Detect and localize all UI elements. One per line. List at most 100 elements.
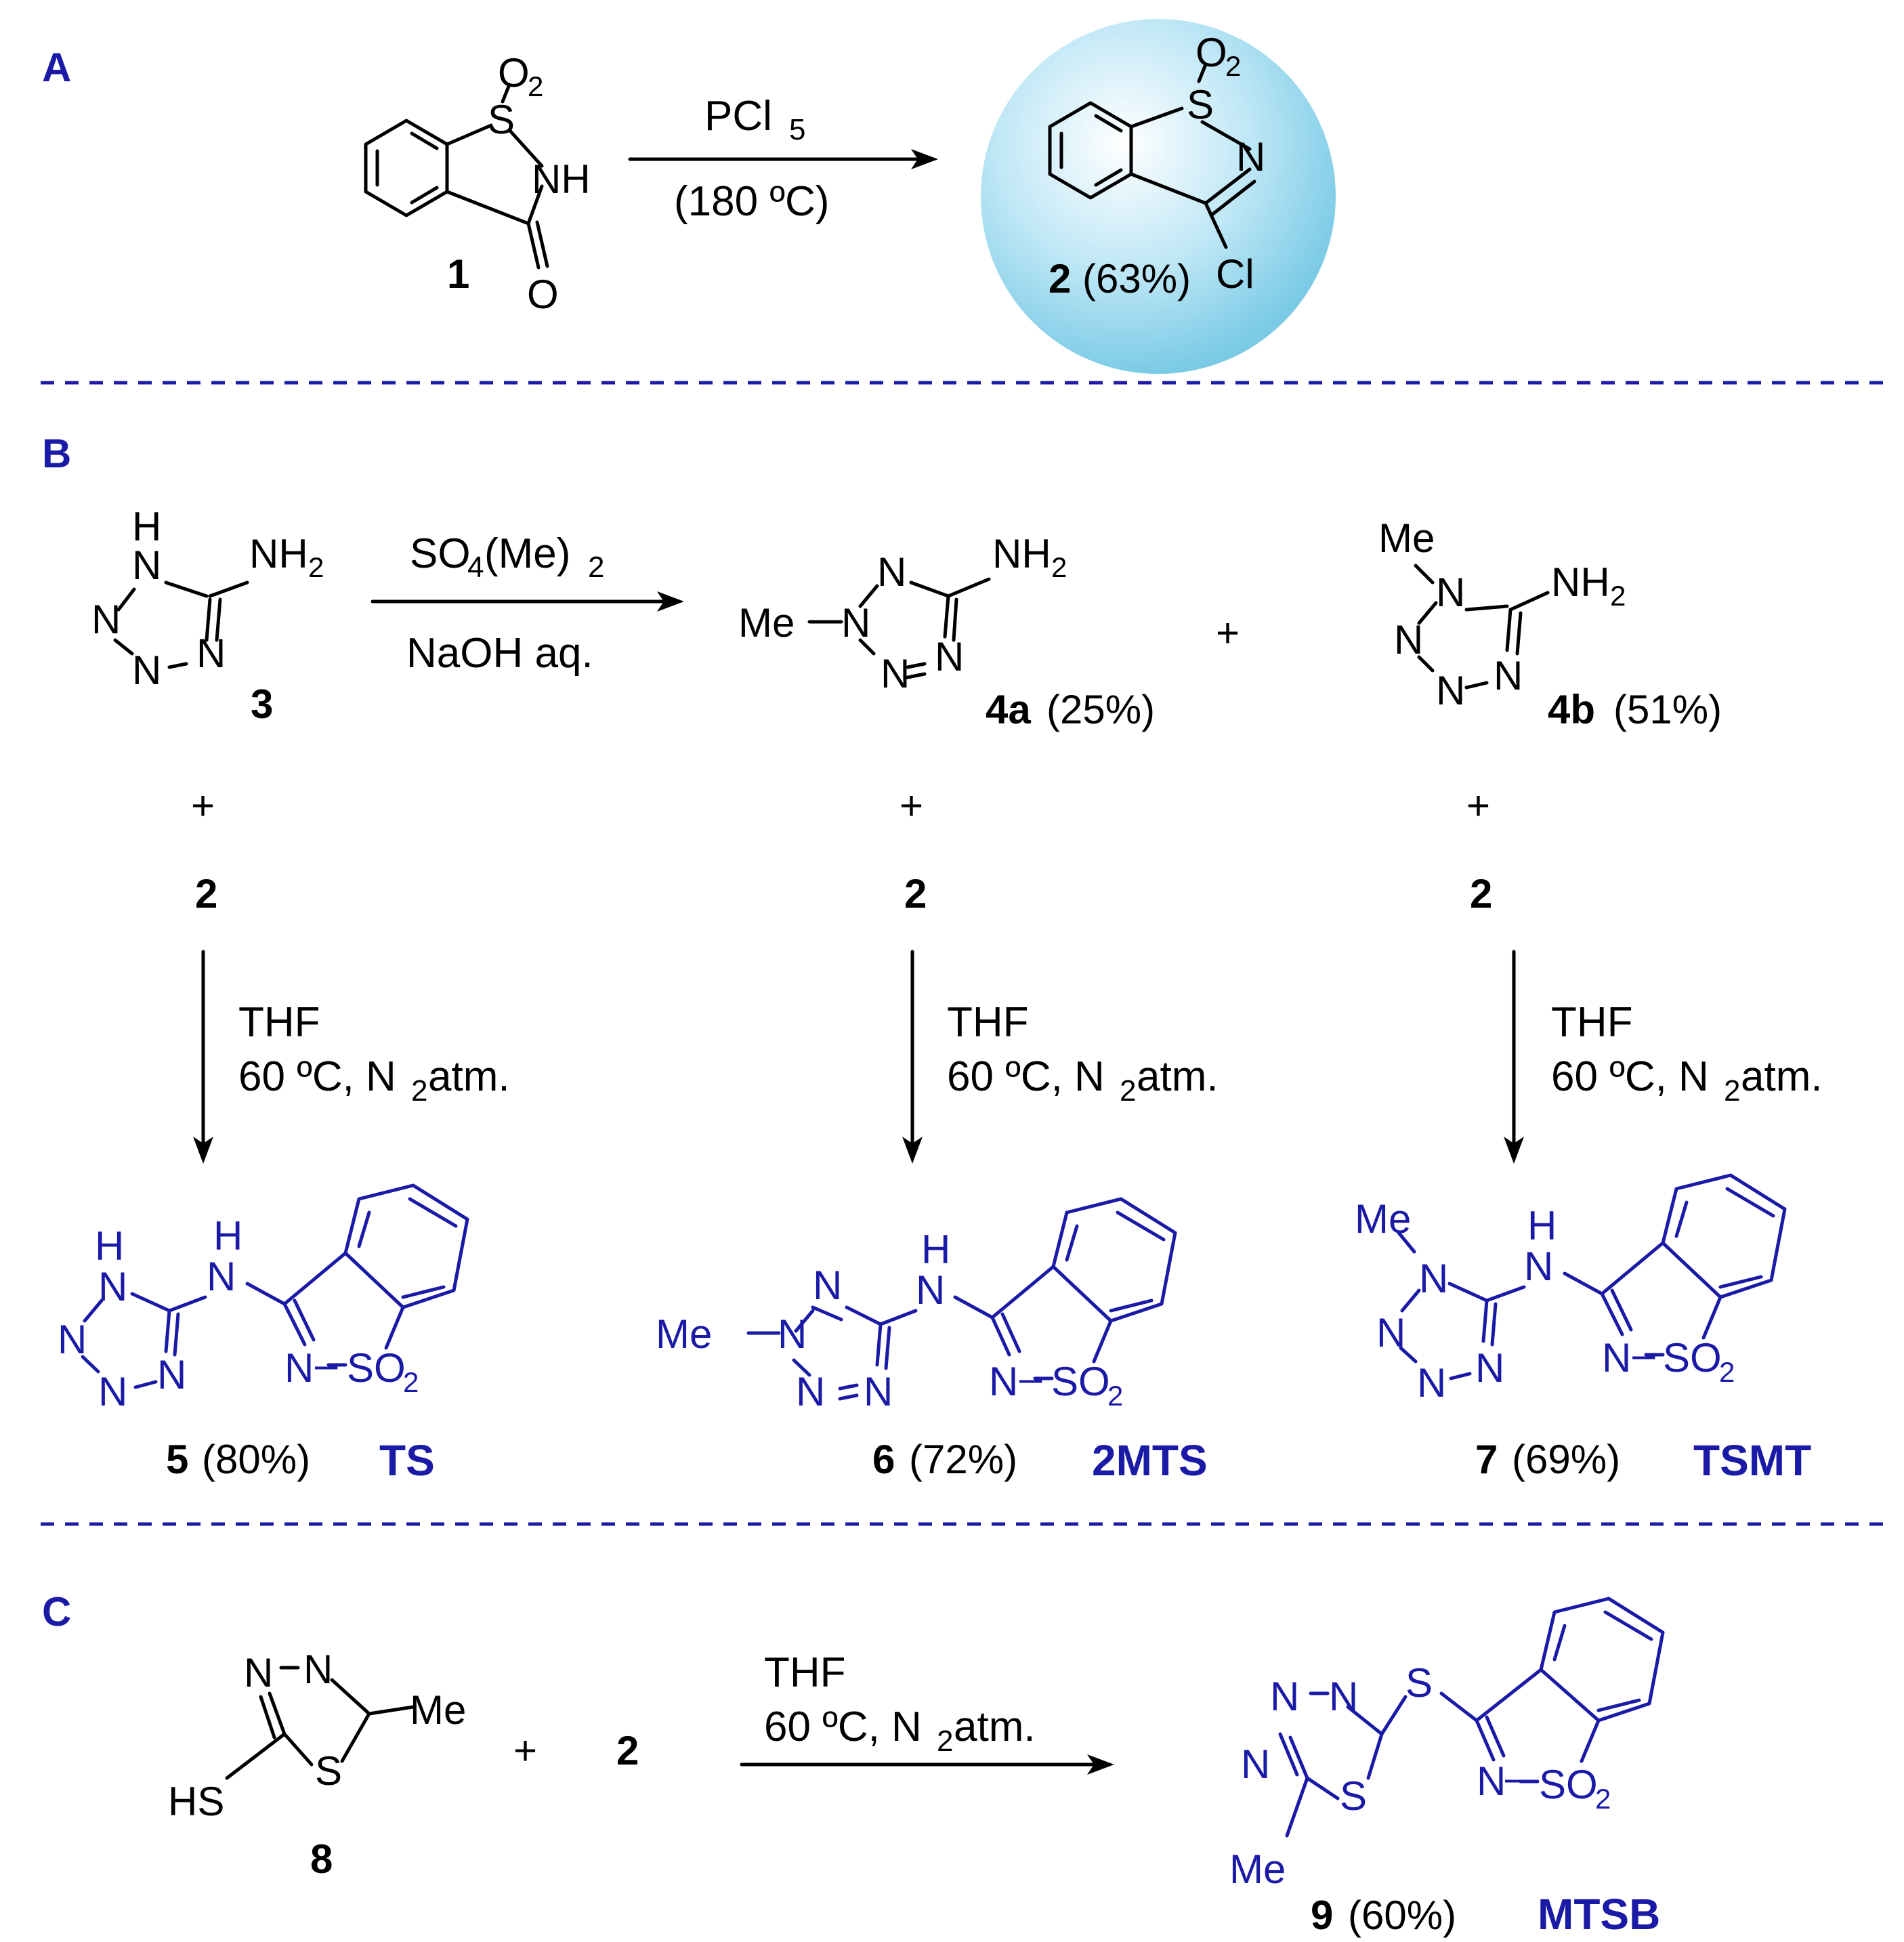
- product-7-number: 7: [1475, 1437, 1498, 1482]
- compound-2-number: 2: [1049, 256, 1071, 301]
- condition-c: 60 ºC, N: [764, 1704, 922, 1750]
- atom-SO2-sub: 2: [1595, 1783, 1611, 1815]
- condition-temp-a: (180 ºC): [674, 178, 829, 225]
- atom-N: N: [916, 1267, 945, 1313]
- atom-N: N: [841, 600, 870, 646]
- section-label-c: C: [42, 1589, 71, 1634]
- atom-N: N: [284, 1345, 314, 1391]
- atom-N: N: [1419, 1256, 1448, 1301]
- atom-H: H: [132, 504, 161, 549]
- atom-O2-sub: 2: [1225, 50, 1241, 82]
- atom-NH2-sub: 2: [308, 551, 324, 583]
- atom-NH2-sub: 2: [1051, 551, 1067, 583]
- compound-8-thiadiazole: N N S Me HS 8: [168, 1647, 466, 1882]
- atom-Me: Me: [738, 600, 795, 646]
- compound-4a: Me N N N N NH 2 4a (25%): [738, 531, 1155, 732]
- atom-N: N: [58, 1317, 87, 1362]
- compound-4b: Me N N N N NH 2 4b (51%): [1378, 515, 1722, 732]
- atom-O2-sub: 2: [528, 70, 543, 102]
- atom-N: N: [196, 631, 226, 676]
- reagent-base: NaOH aq.: [406, 630, 593, 677]
- atom-H: H: [213, 1213, 242, 1259]
- atom-H: H: [1527, 1203, 1557, 1248]
- atom-N: N: [207, 1254, 236, 1299]
- compound-3-number: 3: [251, 681, 273, 727]
- plus-col1: +: [191, 783, 215, 828]
- arrowhead-a: [911, 149, 938, 169]
- atom-N: N: [1270, 1674, 1299, 1719]
- reagent-dimethylsulfate-sub2: 2: [588, 551, 604, 584]
- atom-SO2: SO: [1663, 1335, 1722, 1380]
- product-7-tsmt: Me N N N N H N N – SO 2 7 (69%) TSMT: [1355, 1173, 1811, 1485]
- atom-N: N: [796, 1369, 825, 1414]
- atom-N: N: [1475, 1345, 1504, 1391]
- compound-1-saccharin: S O 2 NH O 1: [364, 50, 591, 317]
- atom-N: N: [881, 651, 910, 696]
- atom-N: N: [1602, 1335, 1631, 1380]
- atom-N: N: [1494, 653, 1523, 698]
- plus-c: +: [513, 1728, 537, 1773]
- compound-4b-yield: (51%): [1613, 687, 1722, 732]
- compound-2-chloride: S O 2 N Cl 2 (63%): [1048, 30, 1265, 301]
- solvent-c: THF: [764, 1649, 846, 1696]
- atom-NH2: NH: [992, 531, 1051, 576]
- atom-N: N: [98, 1264, 127, 1309]
- solvent-col2: THF: [947, 999, 1029, 1046]
- atom-N: N: [91, 597, 121, 642]
- atom-N: N: [1329, 1674, 1358, 1719]
- compound-3-aminotetrazole: H N N N N NH 2 3: [91, 504, 324, 727]
- atom-S: S: [315, 1748, 342, 1794]
- atom-N: N: [244, 1650, 273, 1695]
- compound-2-yield: (63%): [1082, 256, 1191, 301]
- atom-Cl: Cl: [1216, 251, 1254, 297]
- atom-SO2: SO: [347, 1345, 406, 1391]
- partner-col1: 2: [195, 871, 217, 916]
- atom-S: S: [488, 97, 515, 142]
- atom-H: H: [95, 1223, 124, 1269]
- atom-SO2-sub: 2: [1719, 1356, 1735, 1388]
- product-9-mtsb: N N N S S N – SO 2 Me 9 (60%) MTSB: [1229, 1597, 1665, 1939]
- atom-N: N: [132, 543, 161, 588]
- atom-N: N: [864, 1369, 893, 1414]
- atom-N: N: [877, 549, 906, 595]
- atom-N: N: [1236, 134, 1265, 180]
- atom-N: N: [1417, 1360, 1446, 1406]
- atom-N: N: [813, 1263, 842, 1308]
- atom-N: N: [98, 1369, 127, 1414]
- atom-N: N: [935, 634, 964, 679]
- solvent-col1: THF: [238, 999, 320, 1046]
- atom-O2: O: [1196, 30, 1227, 75]
- atom-N: N: [1436, 668, 1465, 713]
- partner-col3: 2: [1470, 871, 1492, 916]
- reagent-dimethylsulfate-rest: (Me): [484, 530, 570, 577]
- atom-N: N: [1477, 1758, 1506, 1804]
- reagent-dimethylsulfate-sub: 4: [467, 551, 484, 584]
- condition-col2-rest: atm.: [1137, 1053, 1219, 1100]
- condition-c-sub: 2: [937, 1725, 953, 1758]
- atom-N: N: [1241, 1742, 1270, 1787]
- atom-H: H: [921, 1227, 950, 1272]
- condition-col3: 60 ºC, N: [1551, 1053, 1709, 1100]
- condition-col2-sub: 2: [1120, 1074, 1136, 1107]
- reagent-pcl5-sub: 5: [789, 113, 805, 146]
- product-5-number: 5: [166, 1437, 188, 1482]
- atom-N: N: [1376, 1310, 1405, 1355]
- atom-NH2: NH: [249, 531, 308, 576]
- arrowhead-methylation: [657, 591, 684, 612]
- product-6-number: 6: [872, 1437, 895, 1482]
- product-9-number: 9: [1311, 1893, 1333, 1938]
- section-label-b: B: [42, 431, 71, 476]
- compound-4a-number: 4a: [986, 687, 1031, 732]
- condition-col1-sub: 2: [411, 1074, 427, 1107]
- atom-Me: Me: [1378, 515, 1435, 561]
- condition-col2: 60 ºC, N: [947, 1053, 1105, 1100]
- atom-N: N: [989, 1359, 1018, 1404]
- condition-c-rest: atm.: [954, 1704, 1036, 1750]
- atom-N: N: [1394, 617, 1423, 662]
- product-9-code: MTSB: [1538, 1890, 1660, 1939]
- reaction-arrow-col3: [1504, 950, 1524, 1164]
- product-7-code: TSMT: [1693, 1436, 1811, 1485]
- reaction-arrow-col1: [193, 950, 213, 1164]
- reagent-dimethylsulfate: SO: [410, 530, 471, 577]
- compound-4a-yield: (25%): [1046, 687, 1155, 732]
